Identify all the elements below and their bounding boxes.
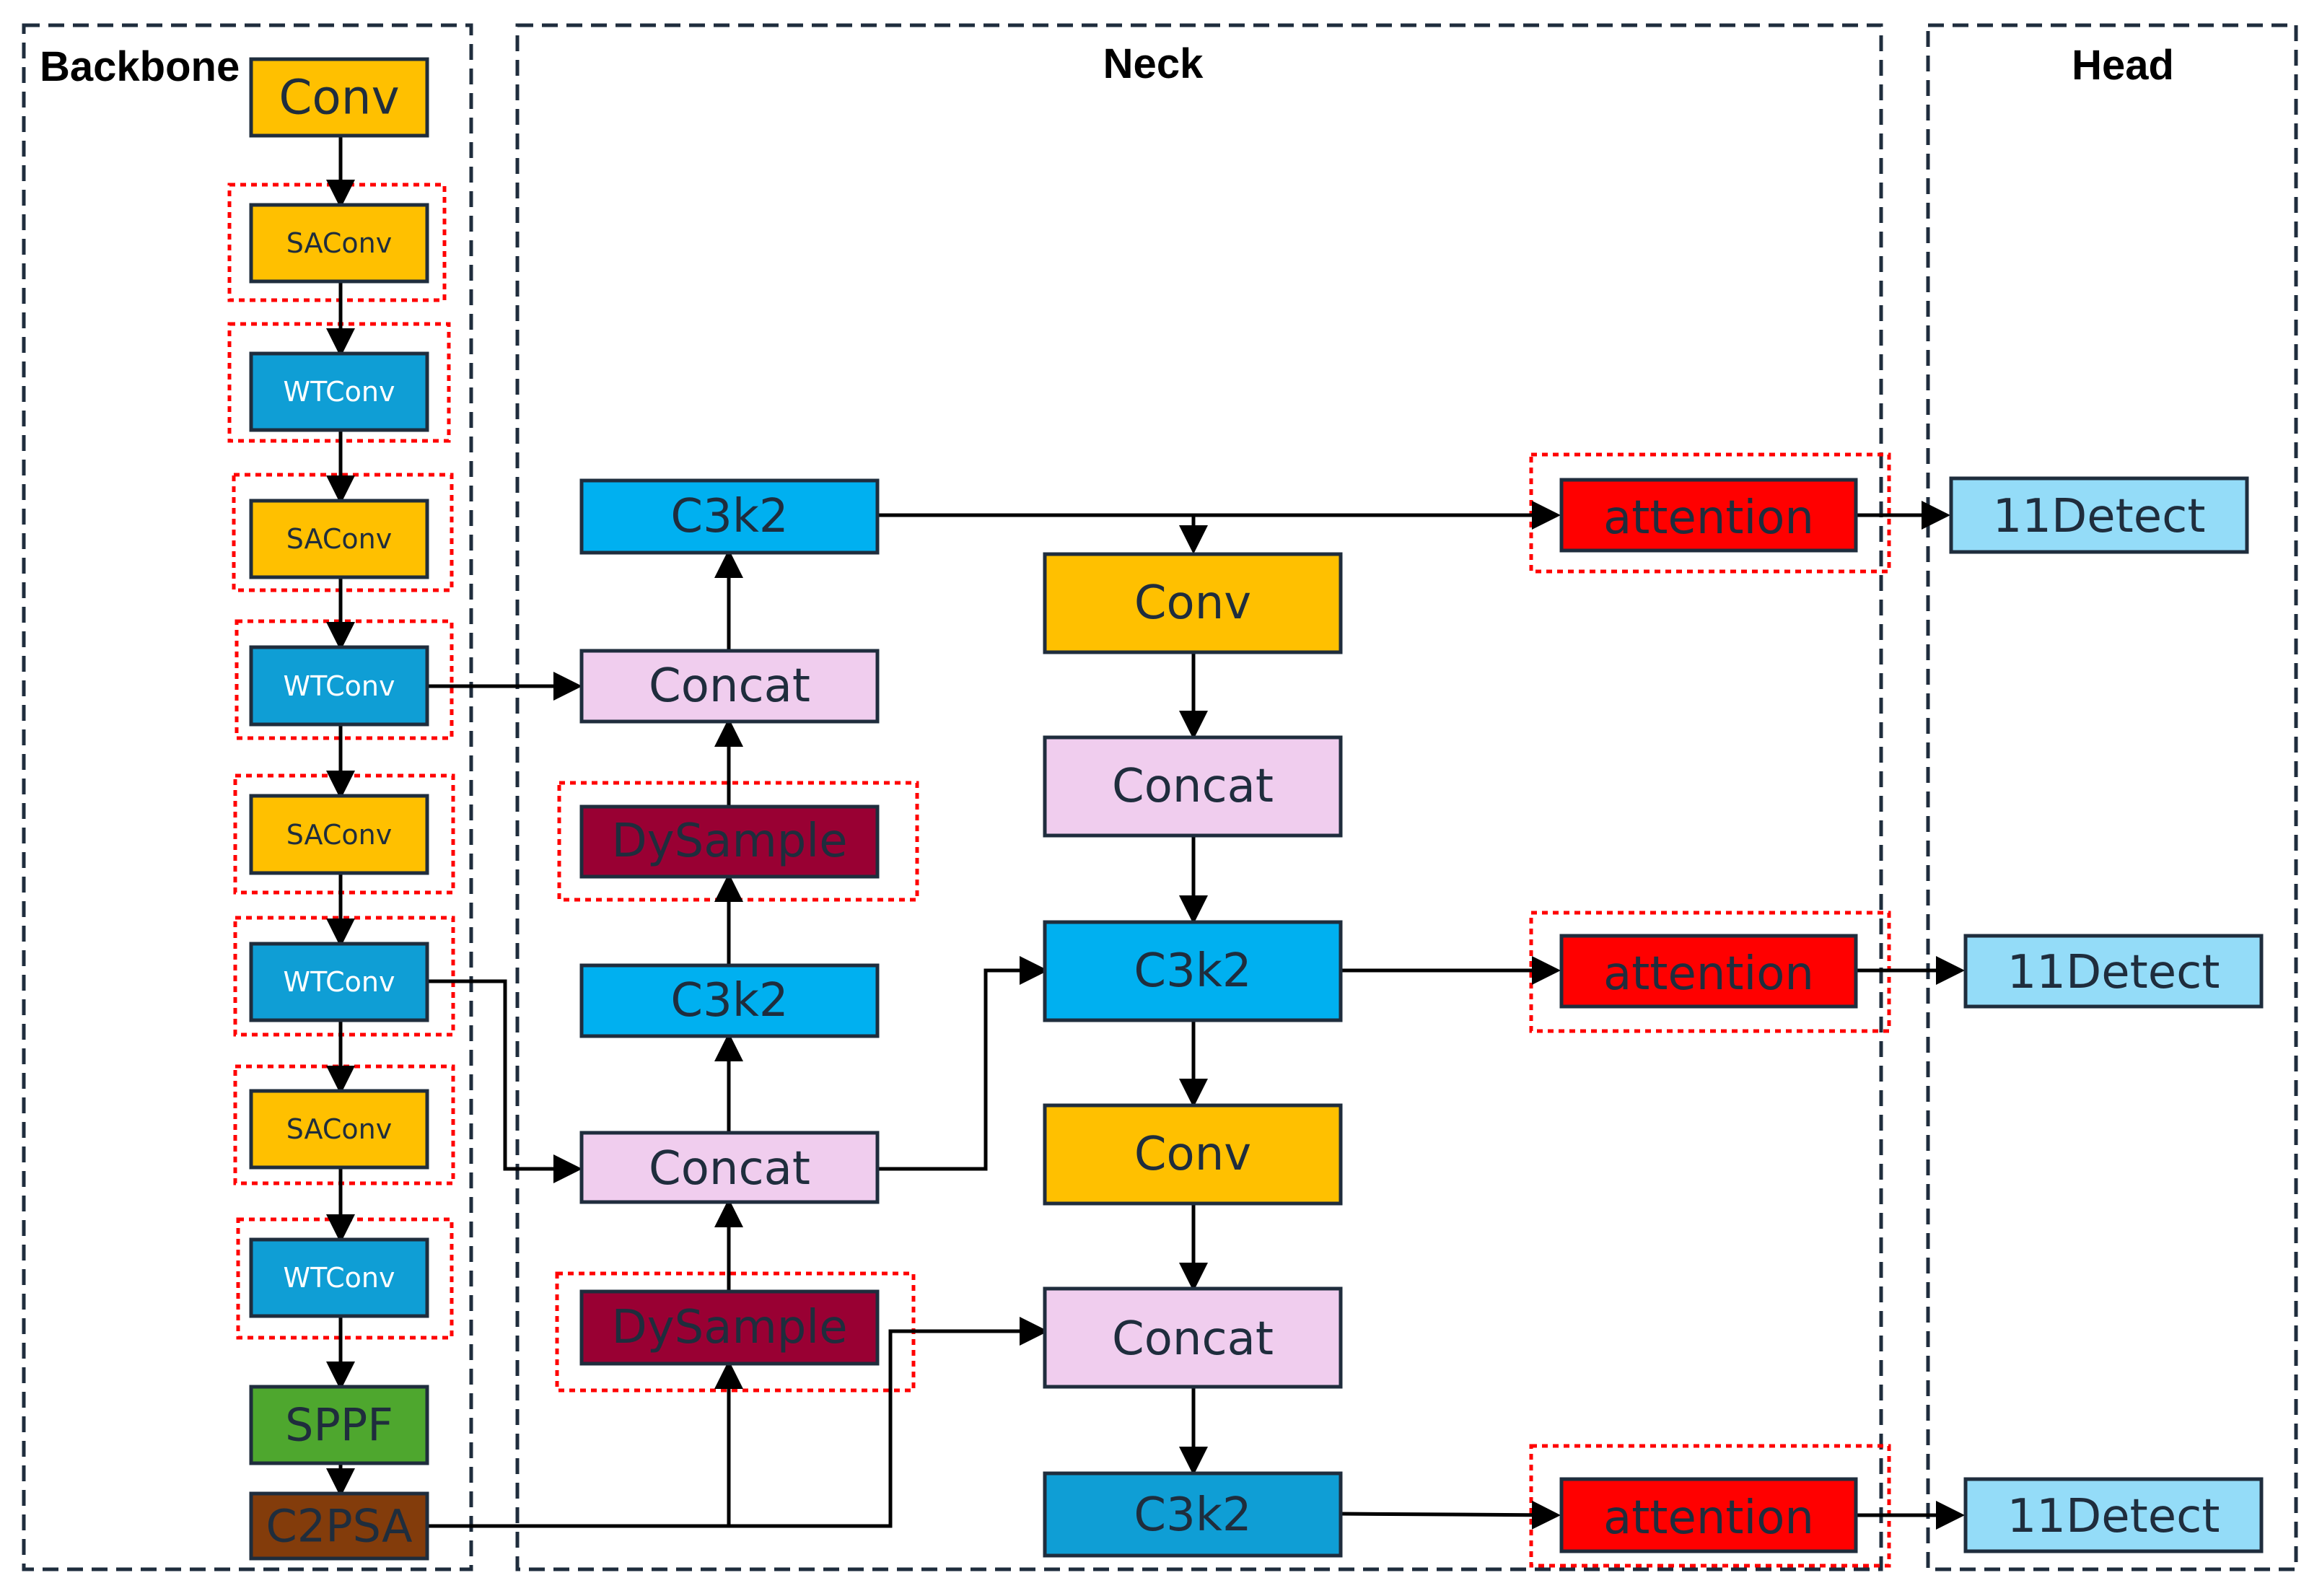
backbone-saconv-1-block: SAConv [249,203,429,284]
backbone-c2psa-block: C2PSA [249,1491,429,1561]
neck-dysample-top-label: DySample [611,815,847,868]
edge-wtconv3-concat-bottom [427,979,582,1183]
detect-2-label: 11Detect [2007,946,2220,999]
neck-concat-1-block: Concat [1043,735,1343,838]
neck-c3k2-bottom-block: C3k2 [1043,1471,1343,1558]
detect-2-block: 11Detect [1963,934,2264,1009]
neck-concat-1-label: Concat [1112,760,1274,813]
neck-conv-2-label: Conv [1134,1128,1251,1181]
backbone-saconv-4-block: SAConv [249,1089,429,1170]
neck-concat-bottom-label: Concat [649,1142,810,1196]
edge-c3k2-bottom-attention-3 [1340,1500,1561,1530]
neck-dysample-bottom-label: DySample [611,1301,847,1354]
backbone-wtconv-3-block: WTConv [249,942,429,1022]
highlight-saconv-2 [232,473,454,592]
backbone-saconv-2-block: SAConv [249,499,429,579]
neck-concat-top-block: Concat [579,649,880,724]
backbone-saconv-1-label: SAConv [286,227,393,259]
neck-dysample-bottom-block: DySample [579,1289,880,1366]
neck-conv-2-block: Conv [1043,1103,1343,1206]
highlight-saconv-1 [227,183,447,302]
attention-1-label: attention [1603,491,1814,545]
attention-3-block: attention [1559,1477,1858,1553]
neck-c3k2-top-block: C3k2 [579,478,880,555]
neck-concat-2-block: Concat [1043,1286,1343,1389]
neck-c3k2-bottom-label: C3k2 [1134,1488,1251,1542]
backbone-sppf-label: SPPF [285,1399,393,1452]
backbone-saconv-4-label: SAConv [286,1113,393,1145]
attention-3-label: attention [1603,1491,1814,1545]
neck-c3k2-top-label: C3k2 [670,490,788,543]
neck-concat-top-label: Concat [649,659,810,713]
neck-c3k2-right-mid-label: C3k2 [1134,944,1251,998]
connectors [326,136,1965,1530]
backbone-sppf-block: SPPF [249,1385,429,1465]
backbone-wtconv-1-block: WTConv [249,351,429,432]
highlight-attention-3 [1529,1444,1891,1568]
neck-concat-2-label: Concat [1112,1312,1274,1366]
highlight-wtconv-2 [235,619,454,740]
neck-frame [515,23,1883,1571]
backbone-title: Backbone [40,43,240,90]
neck-concat-bottom-block: Concat [579,1131,880,1204]
backbone-wtconv-3-label: WTConv [284,966,395,998]
backbone-wtconv-1-label: WTConv [284,376,395,408]
edge-concat-bottom-c3k2-right-mid [877,956,1048,1171]
neck-conv-1-block: Conv [1043,552,1343,654]
detect-1-label: 11Detect [1993,490,2206,543]
backbone-saconv-2-label: SAConv [286,523,393,555]
neck-title: Neck [1103,40,1204,87]
head-title: Head [2072,42,2174,89]
edge-c2psa-concat-2 [729,1317,1048,1528]
neck-c3k2-mid-block: C3k2 [579,963,880,1038]
neck-c3k2-mid-label: C3k2 [670,974,788,1027]
backbone-conv-label: Conv [279,70,399,126]
backbone-wtconv-4-label: WTConv [284,1262,395,1294]
detect-1-block: 11Detect [1949,476,2249,554]
neck-dysample-top-block: DySample [579,804,880,879]
highlight-attention-1 [1529,452,1891,574]
backbone-conv-block: Conv [249,57,429,138]
backbone-frame [22,23,473,1571]
backbone-wtconv-2-label: WTConv [284,670,395,702]
highlight-wtconv-4 [236,1217,454,1340]
detect-3-label: 11Detect [2007,1490,2220,1543]
backbone-wtconv-4-block: WTConv [249,1237,429,1318]
backbone-saconv-3-label: SAConv [286,819,393,851]
attention-2-label: attention [1603,947,1814,1001]
neck-c3k2-right-mid-block: C3k2 [1043,920,1343,1022]
attention-1-block: attention [1559,478,1858,553]
highlight-wtconv-3 [233,916,455,1037]
backbone-saconv-3-block: SAConv [249,794,429,875]
detect-3-block: 11Detect [1963,1477,2264,1553]
backbone-wtconv-2-block: WTConv [249,645,429,727]
head-frame [1926,23,2298,1571]
attention-2-block: attention [1559,934,1858,1009]
neck-conv-1-label: Conv [1134,576,1251,630]
backbone-c2psa-label: C2PSA [266,1500,412,1553]
